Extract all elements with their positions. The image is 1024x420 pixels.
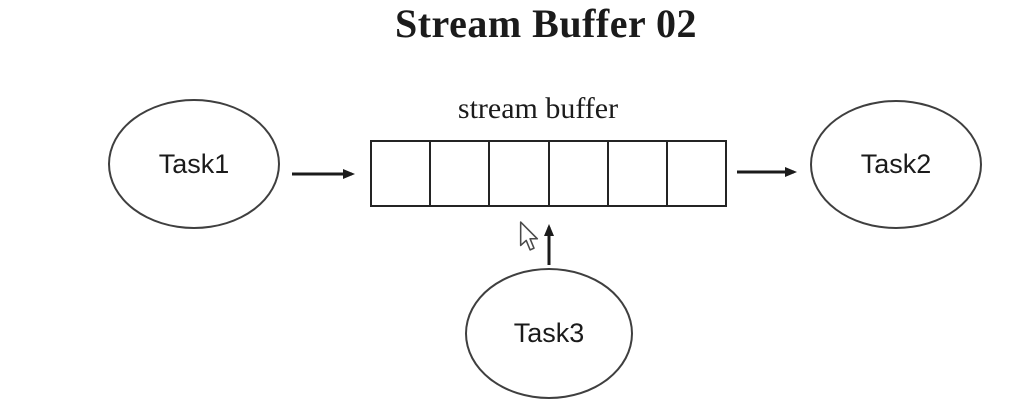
node-task2-label: Task2: [860, 149, 932, 179]
buffer-cell: [609, 142, 668, 205]
buffer-cell: [668, 142, 725, 205]
node-task1-label: Task1: [158, 148, 230, 179]
buffer-cell: [490, 142, 550, 205]
buffer-cell: [550, 142, 609, 205]
arrow-pointer-icon: [519, 221, 539, 251]
buffer-cells: [372, 142, 725, 205]
buffer-cell: [431, 142, 491, 205]
node-task1: Task1: [108, 99, 280, 229]
node-task3-label: Task3: [513, 318, 585, 348]
node-task3: Task3: [465, 268, 633, 399]
page-title: Stream Buffer 02: [394, 1, 698, 46]
stream-buffer-box: [370, 140, 727, 207]
buffer-cell: [372, 142, 432, 205]
stream-buffer-label: stream buffer: [457, 92, 619, 125]
node-task2: Task2: [810, 100, 982, 229]
